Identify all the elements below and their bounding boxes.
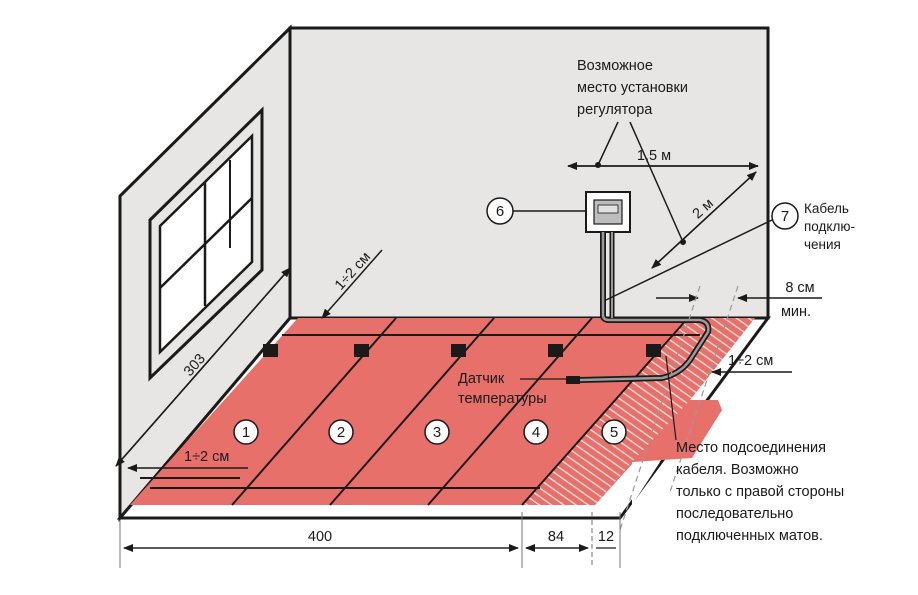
coupling-5 <box>646 344 661 357</box>
mat-5-striped-zone <box>522 318 755 505</box>
dimension-1-5m-label: 1,5 м <box>637 148 671 164</box>
connection-note: Место подсоединения кабеля. Возможно тол… <box>665 355 844 544</box>
mat-number-3: 3 <box>433 424 441 441</box>
regulator-line-2: место установки <box>577 80 688 96</box>
connection-line-1: Место подсоединения <box>676 440 826 456</box>
gap-right: 1÷2 см <box>711 353 792 376</box>
mat-notch <box>632 462 660 505</box>
mat-number-5: 5 <box>610 424 618 441</box>
sensor-note: Датчик температуры <box>458 371 566 407</box>
gap-left: 1÷2 см <box>127 449 248 472</box>
connection-line-3: только с правой стороны <box>676 484 844 500</box>
connection-line-2: кабеля. Возможно <box>676 462 799 478</box>
dimension-8cm-label: 8 см <box>785 280 814 296</box>
mat-number-2: 2 <box>337 424 345 441</box>
window <box>148 106 264 382</box>
cable-note: Кабель подклю- чения <box>804 201 855 252</box>
regulator-line-3: регулятора <box>577 102 653 118</box>
heating-mats: 1 2 3 4 5 <box>130 317 755 506</box>
coupling-4 <box>548 344 563 357</box>
regulator-line-1: Возможное <box>577 58 653 74</box>
dimension-1-5m: 1,5 м <box>567 148 759 170</box>
connection-line-4: последовательно <box>676 506 793 522</box>
coupling-3 <box>451 344 466 357</box>
coupling-1 <box>263 344 278 357</box>
dimension-400-label: 400 <box>308 529 332 545</box>
callout-seven-number: 7 <box>781 208 789 225</box>
mat-bottom-wires <box>140 477 540 489</box>
cable-line-2: подклю- <box>804 219 855 234</box>
regulator-assembly <box>566 191 712 384</box>
callout-six: 6 <box>486 197 586 225</box>
connection-line-5: подключенных матов. <box>676 528 823 544</box>
dimension-84-label: 84 <box>548 529 564 545</box>
back-wall <box>288 26 770 320</box>
coupling-2 <box>354 344 369 357</box>
dimension-12-label: 12 <box>598 529 614 545</box>
dimension-8cm: 8 см мин. <box>619 280 822 531</box>
regulator-placement-note: Возможное место установки регулятора <box>577 58 688 245</box>
mat-number-markers: 1 2 3 4 5 <box>233 419 627 445</box>
mat-number-4: 4 <box>532 424 540 441</box>
mat-couplings <box>263 344 661 357</box>
sensor-line-1: Датчик <box>458 371 505 387</box>
gap-left-label: 1÷2 см <box>184 449 229 465</box>
callout-seven: 7 <box>605 202 799 301</box>
gap-right-label: 1÷2 см <box>728 353 773 369</box>
dimension-min-label: мин. <box>781 304 811 320</box>
bottom-dimensions: 400 84 12 <box>119 512 621 568</box>
mat-number-1: 1 <box>242 424 250 441</box>
cable-line-3: чения <box>804 237 841 252</box>
temperature-sensor <box>566 376 580 384</box>
callout-six-number: 6 <box>496 203 504 220</box>
cable-line-1: Кабель <box>804 201 849 216</box>
sensor-line-2: температуры <box>458 391 547 407</box>
